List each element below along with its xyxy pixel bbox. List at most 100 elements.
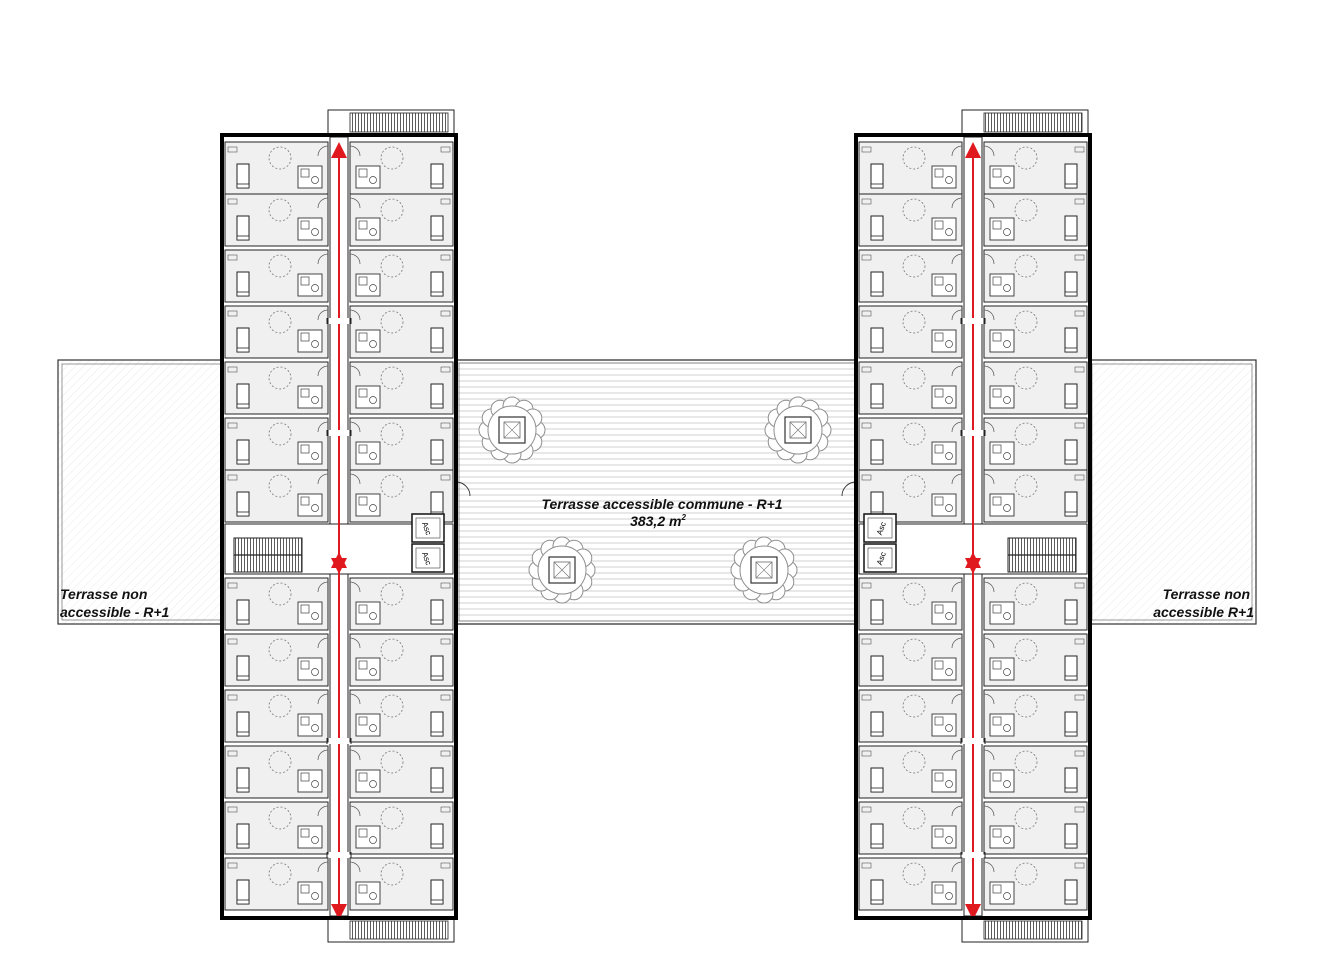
stair-steps — [349, 920, 449, 940]
pillow-icon — [236, 347, 250, 353]
bathroom — [297, 329, 323, 353]
turning-circle — [268, 366, 292, 390]
toilet-icon — [945, 228, 953, 236]
door-swing — [317, 309, 329, 321]
washbasin-icon — [992, 332, 1002, 342]
desk-icon — [1074, 750, 1085, 757]
tree-icon — [528, 536, 596, 604]
door-swing — [317, 637, 329, 649]
washbasin-icon — [300, 660, 310, 670]
turning-circle — [380, 806, 404, 830]
turning-circle — [1014, 638, 1038, 662]
door-swing — [983, 253, 995, 265]
bathroom — [989, 601, 1015, 625]
pillow-icon — [236, 183, 250, 189]
elevator-label: Asc — [420, 551, 433, 567]
toilet-icon — [1003, 724, 1011, 732]
door-swing — [951, 693, 963, 705]
desk-icon — [440, 806, 451, 813]
door-swing — [983, 145, 995, 157]
washbasin-icon — [992, 884, 1002, 894]
elevator-label: Asc — [875, 521, 888, 537]
desk-icon — [1074, 582, 1085, 589]
pillow-icon — [870, 899, 884, 905]
wing-outer-wall-edge — [220, 133, 458, 920]
washbasin-icon — [934, 772, 944, 782]
desk-icon — [227, 806, 238, 813]
pillow-icon — [870, 403, 884, 409]
desk-icon — [1074, 474, 1085, 481]
bathroom — [931, 273, 957, 297]
turning-circle — [380, 254, 404, 278]
left-terrace-label-line2: accessible - R+1 — [60, 604, 170, 620]
desk-icon — [227, 422, 238, 429]
desk-icon — [227, 638, 238, 645]
bathroom — [355, 329, 381, 353]
door-swing — [951, 253, 963, 265]
turning-circle — [902, 254, 926, 278]
pillow-icon — [236, 899, 250, 905]
door-swing — [349, 805, 361, 817]
pillow-icon — [1064, 843, 1078, 849]
washbasin-icon — [934, 884, 944, 894]
toilet-icon — [945, 504, 953, 512]
washbasin-icon — [992, 716, 1002, 726]
stair-steps — [983, 112, 1083, 133]
tree-icon — [478, 396, 546, 464]
turning-circle — [380, 422, 404, 446]
desk-icon — [1074, 366, 1085, 373]
bathroom — [931, 713, 957, 737]
bathroom — [297, 601, 323, 625]
toilet-icon — [311, 836, 319, 844]
washbasin-icon — [358, 660, 368, 670]
turning-circle — [902, 198, 926, 222]
toilet-icon — [945, 780, 953, 788]
door-swing — [349, 253, 361, 265]
turning-circle — [380, 146, 404, 170]
washbasin-icon — [934, 496, 944, 506]
bathroom — [989, 657, 1015, 681]
pillow-icon — [1064, 511, 1078, 517]
door-swing — [951, 805, 963, 817]
desk-icon — [861, 806, 872, 813]
washbasin-icon — [358, 220, 368, 230]
toilet-icon — [369, 340, 377, 348]
pillow-icon — [236, 511, 250, 517]
desk-icon — [227, 310, 238, 317]
toilet-icon — [945, 612, 953, 620]
desk-icon — [861, 582, 872, 589]
washbasin-icon — [358, 276, 368, 286]
washbasin-icon — [992, 772, 1002, 782]
toilet-icon — [369, 504, 377, 512]
pillow-icon — [236, 731, 250, 737]
desk-icon — [227, 750, 238, 757]
turning-circle — [380, 750, 404, 774]
washbasin-icon — [358, 444, 368, 454]
turning-circle — [1014, 694, 1038, 718]
pillow-icon — [236, 619, 250, 625]
desk-icon — [227, 254, 238, 261]
washbasin-icon — [934, 604, 944, 614]
bathroom — [989, 713, 1015, 737]
pillow-icon — [430, 731, 444, 737]
door-swing — [951, 581, 963, 593]
toilet-icon — [945, 892, 953, 900]
bathroom — [355, 441, 381, 465]
pillow-icon — [236, 403, 250, 409]
toilet-icon — [945, 396, 953, 404]
desk-icon — [861, 198, 872, 205]
desk-icon — [440, 310, 451, 317]
washbasin-icon — [358, 716, 368, 726]
washbasin-icon — [358, 884, 368, 894]
washbasin-icon — [300, 828, 310, 838]
tree-icon — [730, 536, 798, 604]
door-swing — [951, 861, 963, 873]
wing-outer-wall-edge — [854, 133, 1092, 920]
turning-circle — [1014, 422, 1038, 446]
pillow-icon — [1064, 459, 1078, 465]
toilet-icon — [945, 836, 953, 844]
turning-circle — [902, 366, 926, 390]
turning-circle — [268, 422, 292, 446]
door-swing — [349, 365, 361, 377]
elevator-cab — [415, 517, 441, 539]
